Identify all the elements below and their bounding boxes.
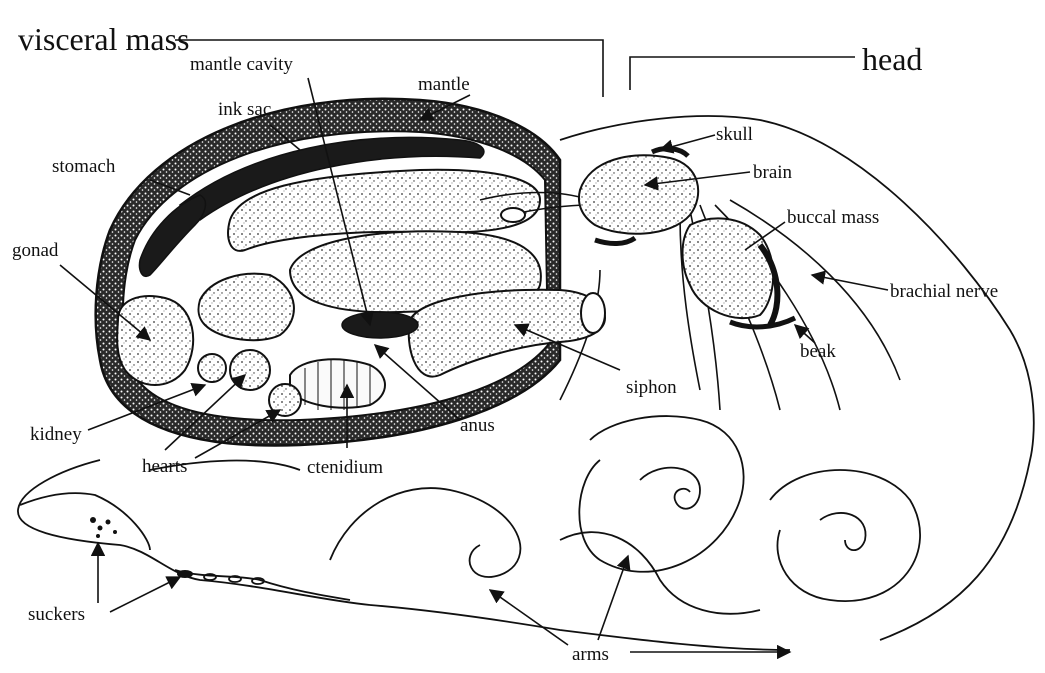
label-ctenidium: ctenidium [307, 457, 383, 478]
label-arms: arms [572, 644, 609, 665]
label-stomach: stomach [52, 156, 116, 177]
label-ink-sac: ink sac [218, 99, 271, 120]
label-head: head [862, 41, 922, 77]
label-hearts: hearts [142, 456, 187, 477]
label-beak: beak [800, 341, 836, 362]
label-siphon: siphon [626, 377, 677, 398]
arms-swirls [330, 416, 920, 650]
label-mantle: mantle [418, 74, 470, 95]
label-visceral-mass: visceral mass [18, 21, 190, 57]
suckers-detail [90, 517, 264, 584]
label-brachial-nerve: brachial nerve [890, 281, 998, 302]
head-bracket [630, 57, 855, 90]
label-gonad: gonad [12, 240, 59, 261]
label-brain: brain [753, 162, 793, 183]
label-kidney: kidney [30, 424, 82, 445]
label-mantle-cavity: mantle cavity [190, 54, 293, 75]
label-skull: skull [716, 124, 753, 145]
label-buccal-mass: buccal mass [787, 207, 879, 228]
label-anus: anus [460, 415, 495, 436]
label-suckers: suckers [28, 604, 85, 625]
